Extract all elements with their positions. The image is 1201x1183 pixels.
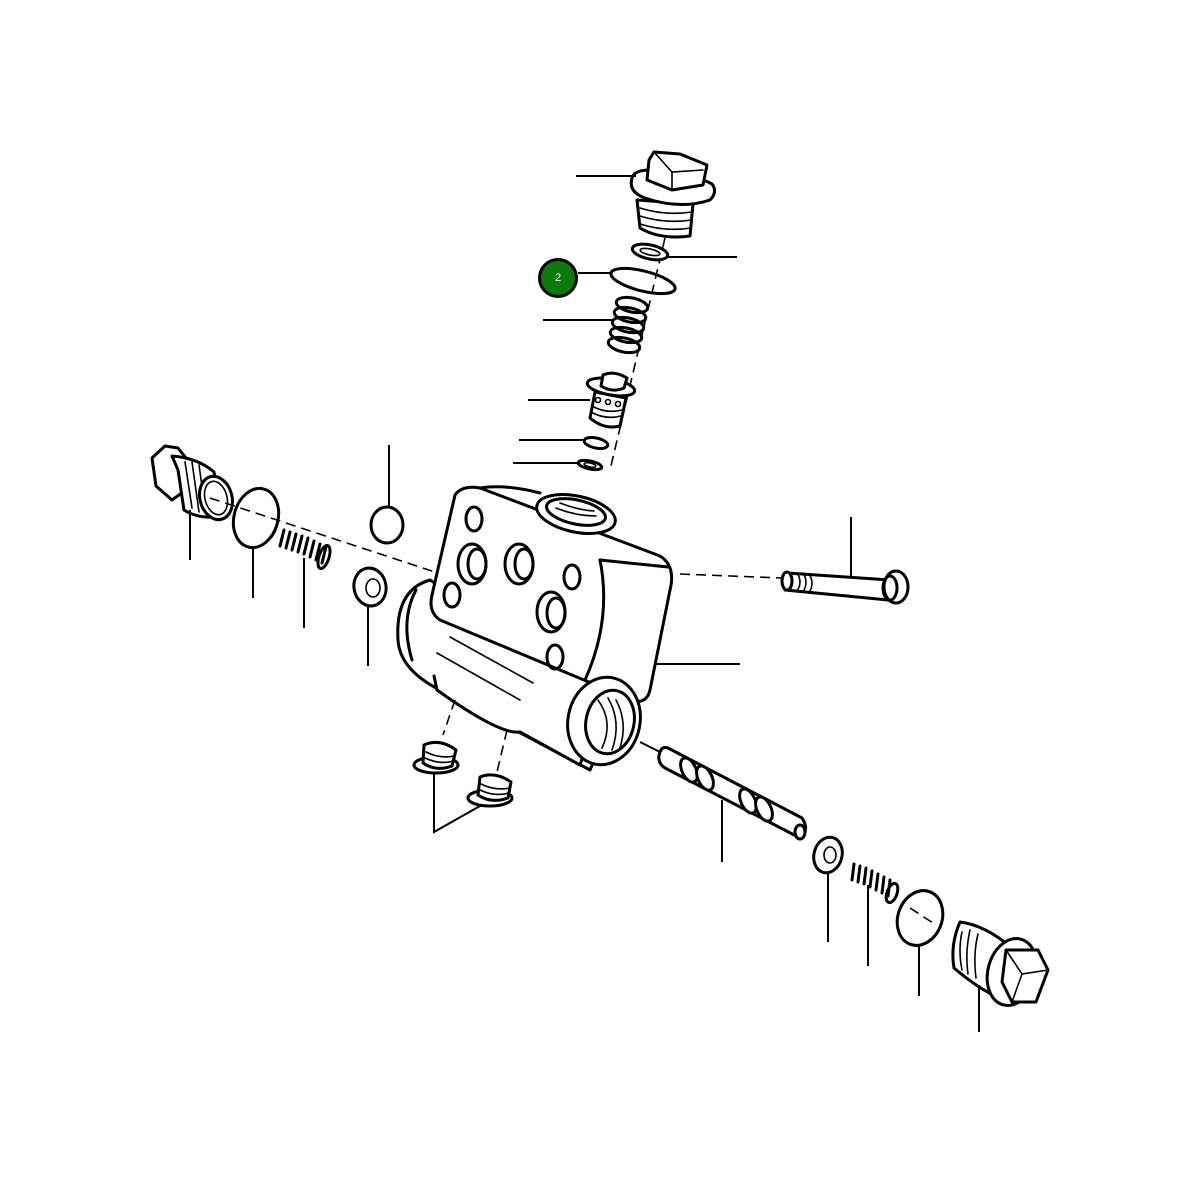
left-o-ring[interactable] [227,483,285,552]
bolt[interactable] [780,569,910,605]
left-spring[interactable] [278,528,332,571]
valve-seat[interactable] [585,371,637,429]
valve-body[interactable] [396,485,674,772]
callout-label: 2 [554,272,562,284]
right-spring[interactable] [850,862,900,905]
small-washer-1[interactable] [582,436,610,451]
top-washer[interactable] [630,241,670,262]
right-o-ring[interactable] [890,884,950,952]
bottom-plugs[interactable] [412,740,514,808]
o-ring[interactable] [609,263,678,298]
right-seat-washer[interactable] [810,834,846,876]
leader-bottom-plugs [433,772,481,834]
left-hex-plug[interactable] [150,444,237,523]
top-spring[interactable] [606,295,650,355]
small-washer-2[interactable] [576,458,604,472]
right-hex-plug[interactable] [951,920,1050,1011]
callout-badge-2[interactable]: 2 [538,258,578,298]
top-hex-plug[interactable] [629,150,717,239]
left-seat-washer[interactable] [351,566,389,609]
body-o-ring[interactable] [369,505,405,545]
spool[interactable] [657,746,807,841]
